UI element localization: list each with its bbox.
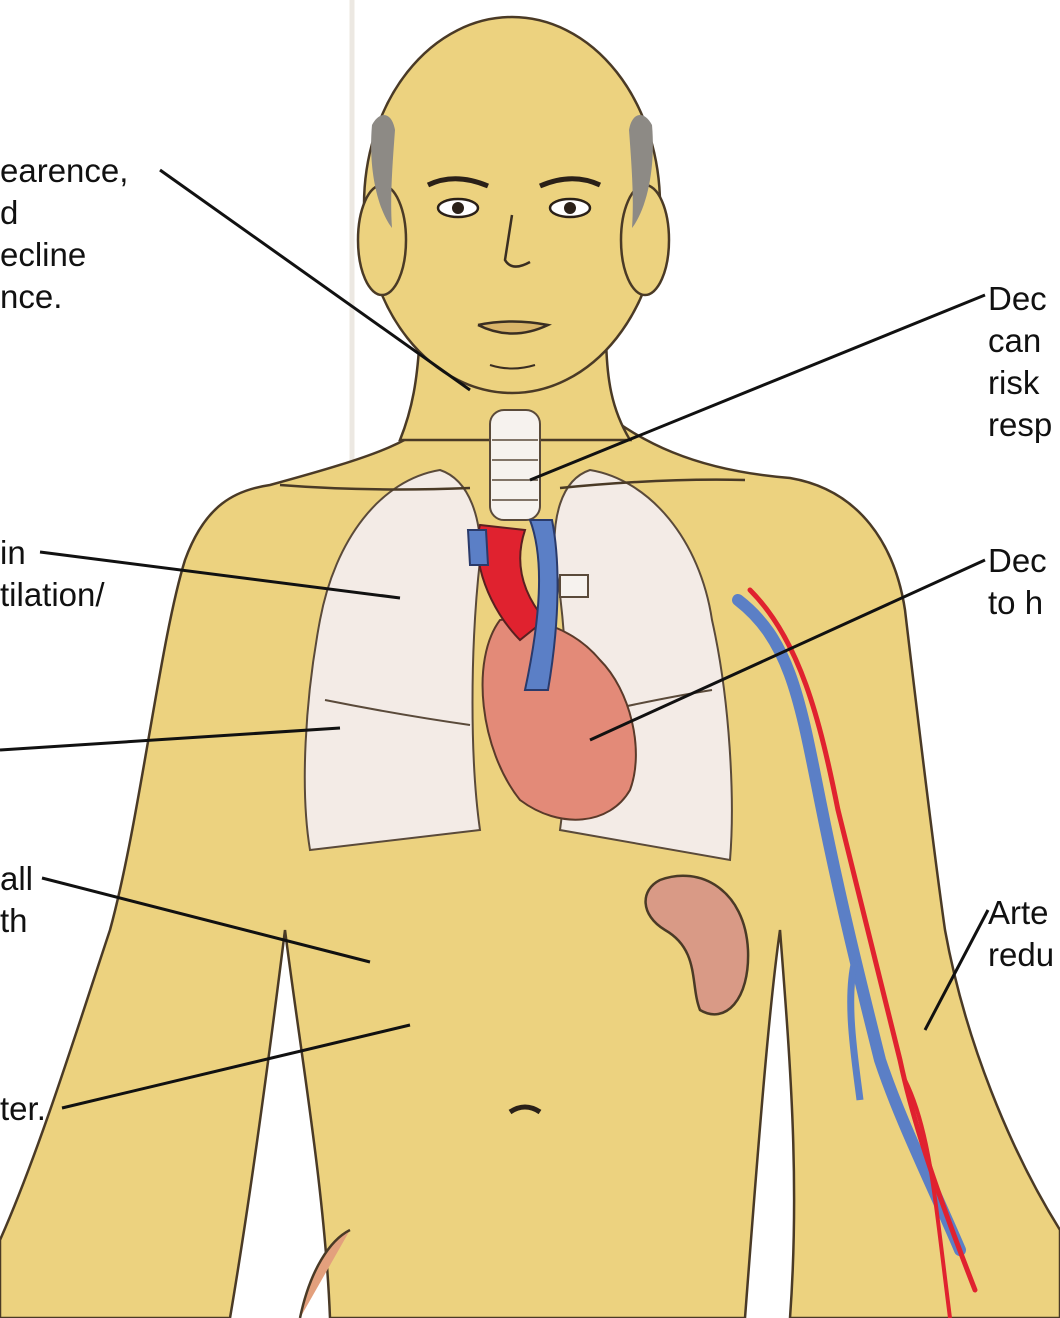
right-ear — [621, 185, 669, 295]
label-respiratory: Dec can risk resp — [988, 278, 1052, 446]
pulmonary-vessel — [468, 530, 488, 565]
trachea — [490, 410, 540, 520]
label-ventilation: in tilation/ — [0, 532, 105, 616]
right-pupil — [564, 202, 576, 214]
label-appearance: earence, d ecline nce. — [0, 150, 128, 318]
label-heart: Dec to h — [988, 540, 1047, 624]
torso-shape — [0, 410, 1060, 1318]
left-pupil — [452, 202, 464, 214]
head — [364, 17, 660, 393]
label-arteries: Arte redu — [988, 892, 1054, 976]
label-water: ter. — [0, 1088, 46, 1130]
label-abdominal-wall: all th — [0, 858, 33, 942]
pulmonary-stub — [560, 575, 588, 597]
